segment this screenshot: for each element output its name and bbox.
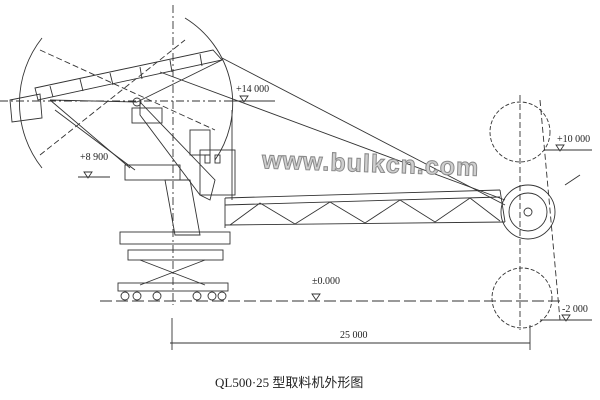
- elevation-label-counterweight: +8 900: [80, 152, 109, 163]
- boom-swing-arc: [19, 37, 43, 169]
- elevation-label-bottom: -2 000: [562, 304, 588, 315]
- level-marker-wheel: [555, 144, 565, 152]
- elevation-label-top: +14 000: [236, 84, 270, 95]
- boom-swing-arc-right: [184, 17, 234, 161]
- level-marker-counterweight: [83, 171, 93, 179]
- tower: [124, 100, 236, 236]
- upper-boom: [9, 39, 223, 171]
- elevation-label-wheel: +10 000: [557, 134, 591, 145]
- bucket-wheel: [489, 95, 581, 330]
- drawing-caption: QL500·25 型取料机外形图: [215, 375, 364, 390]
- level-marker-bottom: [561, 314, 571, 322]
- elevation-label-ground: ±0.000: [312, 276, 340, 287]
- level-marker-top: [239, 95, 249, 103]
- luffing-rope-lower: [159, 71, 506, 201]
- level-marker-ground: [311, 293, 321, 301]
- undercarriage: [117, 231, 231, 301]
- dimension-label: 25 000: [340, 330, 368, 341]
- luffing-rope: [221, 57, 506, 206]
- bucket-wheel-boom: [224, 189, 506, 228]
